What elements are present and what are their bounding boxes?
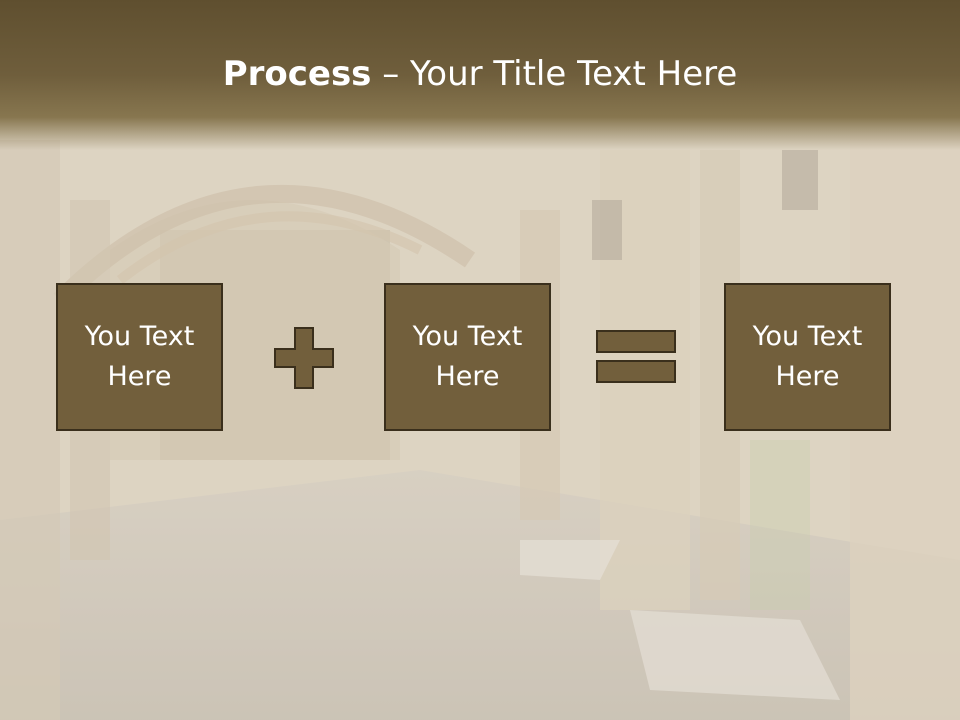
process-box-1-text: You Text Here — [84, 321, 195, 392]
title-bold-part: Process — [222, 54, 372, 94]
equals-icon — [596, 330, 676, 383]
process-box-2[interactable]: You Text Here — [384, 283, 551, 431]
process-box-3[interactable]: You Text Here — [724, 283, 891, 431]
plus-icon — [274, 327, 334, 389]
title-rest: – Your Title Text Here — [371, 54, 738, 94]
process-box-2-text: You Text Here — [412, 321, 523, 392]
process-box-1[interactable]: You Text Here — [56, 283, 223, 431]
slide-title[interactable]: Process – Your Title Text Here — [0, 52, 960, 96]
process-box-3-text: You Text Here — [752, 321, 863, 392]
title-band — [0, 0, 960, 150]
